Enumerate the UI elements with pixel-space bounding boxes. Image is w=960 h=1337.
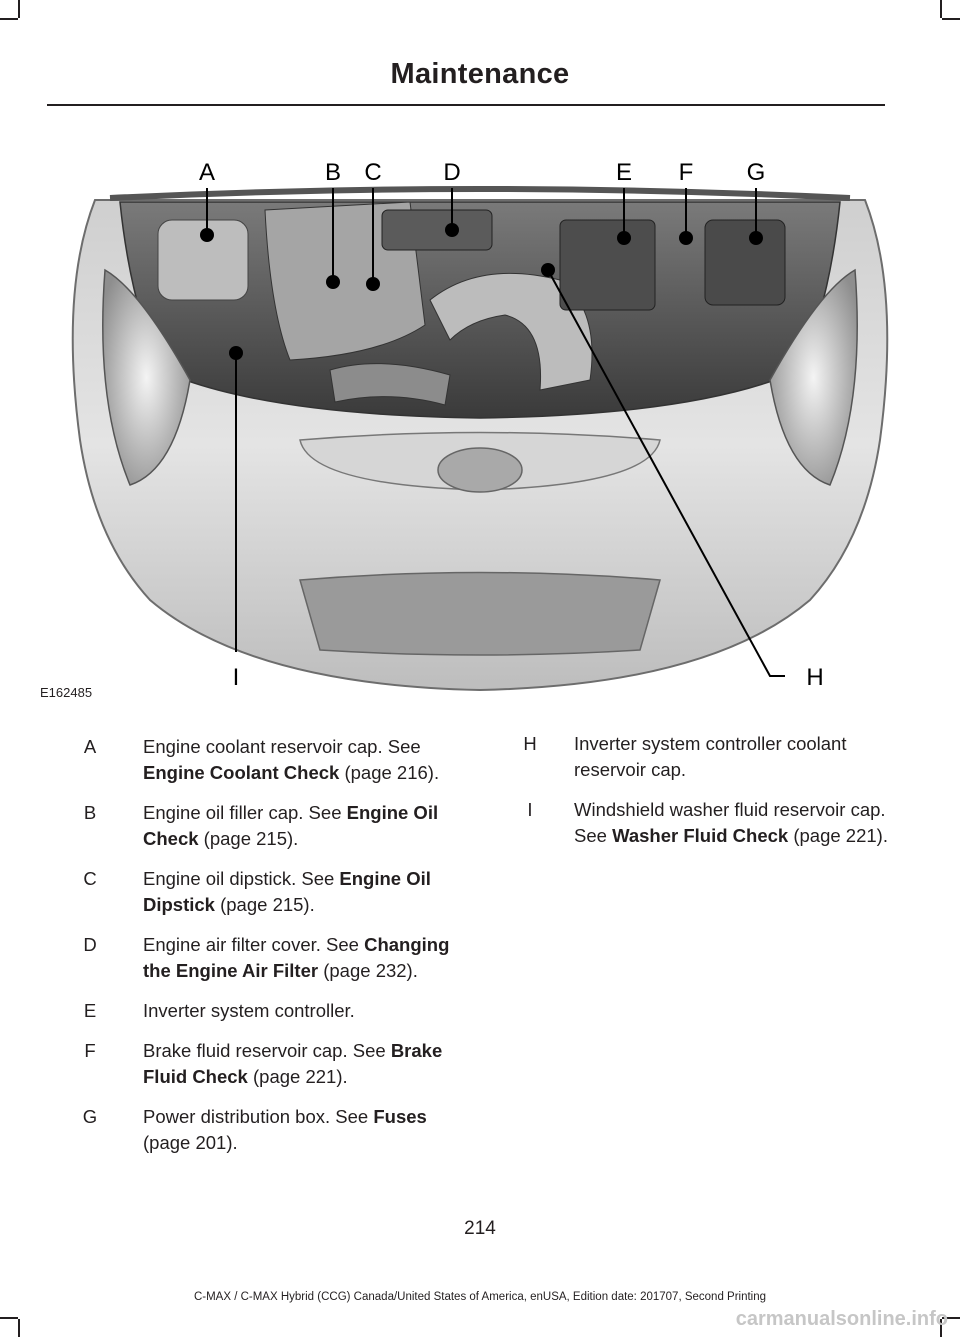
crop-mark-bottom-right-h bbox=[942, 1317, 960, 1319]
watermark: carmanualsonline.info bbox=[735, 1308, 948, 1330]
legend-cross-reference[interactable]: Engine Oil Check bbox=[143, 802, 439, 849]
legend-description: Inverter system controller coolant reser… bbox=[574, 731, 892, 783]
legend-letter: H bbox=[523, 733, 537, 754]
footer-edition-text: C-MAX / C-MAX Hybrid (CCG) Canada/United… bbox=[193, 1291, 767, 1303]
legend-item-b: B Engine oil filler cap. See Engine Oil C… bbox=[75, 800, 455, 852]
legend-letter: G bbox=[82, 1106, 98, 1127]
callout-label-I: I bbox=[233, 664, 240, 691]
legend-description: Engine coolant reservoir cap. See Engine… bbox=[143, 734, 453, 786]
callout-label-G: G bbox=[747, 159, 766, 186]
legend-text: Inverter system controller coolant reser… bbox=[574, 733, 847, 780]
callout-F: F bbox=[679, 159, 694, 245]
intake-pipe bbox=[429, 272, 593, 391]
headlight-left bbox=[102, 268, 191, 486]
callout-I: I bbox=[229, 346, 243, 691]
legend-letter: E bbox=[83, 1000, 97, 1021]
legend-letter: D bbox=[83, 934, 97, 955]
callout-C: C bbox=[364, 159, 382, 291]
callout-A: A bbox=[199, 159, 215, 242]
legend-text: Engine oil filler cap. See bbox=[143, 802, 347, 823]
legend-description: Engine oil filler cap. See Engine Oil Ch… bbox=[143, 800, 453, 852]
callout-label-C: C bbox=[364, 159, 381, 186]
legend-description: Brake fluid reservoir cap. See Brake Flu… bbox=[143, 1038, 453, 1090]
legend-item-a: A Engine coolant reservoir cap. See Engin… bbox=[75, 734, 455, 786]
legend-page-reference: (page 216). bbox=[339, 762, 440, 783]
page-number: 214 bbox=[464, 1218, 496, 1239]
legend-cross-reference[interactable]: Brake Fluid Check bbox=[143, 1040, 443, 1087]
engine-compartment-illustration: A B C D E F G bbox=[40, 159, 889, 700]
crop-mark-top-left-v bbox=[18, 0, 20, 18]
legend-text: Windshield washer fluid reservoir cap. S… bbox=[574, 799, 886, 846]
legend-text: Power distribution box. See bbox=[143, 1106, 374, 1127]
legend-cross-reference[interactable]: Engine Coolant Check bbox=[143, 762, 340, 783]
legend-letter: B bbox=[83, 802, 97, 823]
legend-page-reference: (page 201). bbox=[143, 1132, 238, 1153]
legend-text: Engine coolant reservoir cap. See bbox=[143, 736, 421, 757]
headlight-right bbox=[769, 268, 858, 486]
engine-compartment-figure: A B C D E F G bbox=[0, 140, 960, 700]
callout-label-H: H bbox=[806, 664, 823, 691]
legend-text: Brake fluid reservoir cap. See bbox=[143, 1040, 391, 1061]
legend-text: Inverter system controller. bbox=[143, 1000, 355, 1021]
callout-H: H bbox=[541, 263, 824, 691]
legend-description: Inverter system controller. bbox=[143, 998, 453, 1024]
legend-page-reference: (page 215). bbox=[214, 894, 315, 915]
legend-item-e: E Inverter system controller. bbox=[75, 998, 455, 1024]
legend-item-h: H Inverter system controller coolant rese… bbox=[515, 731, 895, 783]
legend-letter: I bbox=[527, 799, 533, 820]
legend-cross-reference[interactable]: Washer Fluid Check bbox=[612, 825, 789, 846]
header-rule bbox=[47, 104, 885, 106]
crop-mark-bottom-left-v bbox=[18, 1319, 20, 1337]
legend-column-left: A Engine coolant reservoir cap. See Engin… bbox=[75, 734, 455, 1170]
legend-item-f: F Brake fluid reservoir cap. See Brake Fl… bbox=[75, 1038, 455, 1090]
legend-description: Windshield washer fluid reservoir cap. S… bbox=[574, 797, 892, 849]
legend-description: Power distribution box. See Fuses (page … bbox=[143, 1104, 453, 1156]
legend-page-reference: (page 215). bbox=[198, 828, 299, 849]
legend-column-right: H Inverter system controller coolant rese… bbox=[515, 731, 895, 863]
power-distribution-box bbox=[704, 219, 786, 306]
legend-page-reference: (page 232). bbox=[318, 960, 418, 981]
legend-description: Engine air filter cover. See Changing th… bbox=[143, 932, 453, 984]
legend-text: Engine oil dipstick. See bbox=[143, 868, 340, 889]
page-title: Maintenance bbox=[390, 58, 570, 90]
callout-D: D bbox=[443, 159, 461, 237]
lower-grille bbox=[299, 571, 661, 656]
callout-B: B bbox=[325, 159, 341, 289]
legend-page-reference: (page 221). bbox=[247, 1066, 348, 1087]
ford-oval-badge bbox=[437, 447, 523, 493]
legend-item-g: G Power distribution box. See Fuses (page… bbox=[75, 1104, 455, 1156]
crop-mark-top-right-v bbox=[940, 0, 942, 18]
legend-cross-reference[interactable]: Changing the Engine Air Filter bbox=[143, 934, 450, 981]
legend-text: Engine air filter cover. See bbox=[143, 934, 365, 955]
coolant-reservoir bbox=[157, 219, 249, 301]
legend-cross-reference[interactable]: Fuses bbox=[373, 1106, 427, 1127]
legend-letter: F bbox=[84, 1040, 96, 1061]
legend-item-c: C Engine oil dipstick. See Engine Oil Dip… bbox=[75, 866, 455, 918]
inverter-controller bbox=[559, 219, 656, 311]
callout-label-B: B bbox=[325, 159, 341, 186]
legend-page-reference: (page 221). bbox=[788, 825, 888, 846]
callout-label-A: A bbox=[199, 159, 215, 186]
crop-mark-bottom-left-h bbox=[0, 1317, 18, 1319]
callout-G: G bbox=[747, 159, 766, 245]
air-filter-box bbox=[381, 209, 493, 251]
legend-description: Engine oil dipstick. See Engine Oil Dips… bbox=[143, 866, 453, 918]
crop-mark-top-right-h bbox=[942, 18, 960, 20]
callout-label-D: D bbox=[443, 159, 460, 186]
legend-item-d: D Engine air filter cover. See Changing t… bbox=[75, 932, 455, 984]
crop-mark-bottom-right-v bbox=[940, 1319, 942, 1337]
callout-label-F: F bbox=[679, 159, 694, 186]
hood-edge bbox=[109, 186, 851, 201]
crop-mark-top-left-h bbox=[0, 18, 18, 20]
legend-letter: C bbox=[83, 868, 97, 889]
callout-E: E bbox=[616, 159, 632, 245]
legend-letter: A bbox=[83, 736, 97, 757]
callout-label-E: E bbox=[616, 159, 632, 186]
figure-code: E162485 bbox=[40, 685, 92, 700]
legend-item-i: I Windshield washer fluid reservoir cap. … bbox=[515, 797, 895, 849]
legend-cross-reference[interactable]: Engine Oil Dipstick bbox=[143, 868, 431, 915]
exhaust-manifold bbox=[329, 363, 451, 406]
